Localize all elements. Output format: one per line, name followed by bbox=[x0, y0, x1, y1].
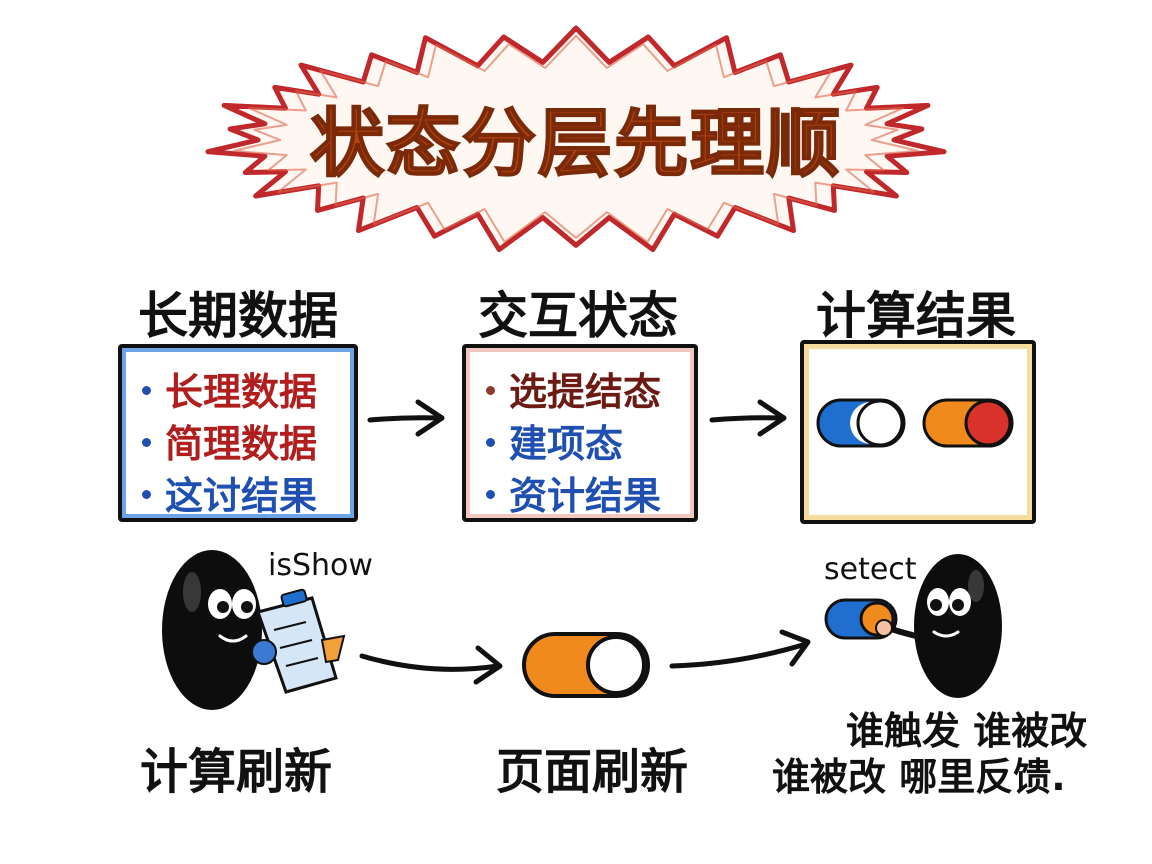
bullet-icon bbox=[486, 438, 495, 447]
bullet-icon bbox=[486, 490, 495, 499]
clipboard-icon bbox=[251, 588, 346, 694]
column-heading-interaction: 交互状态 bbox=[478, 287, 678, 345]
list-item: 这讨结果 bbox=[136, 470, 354, 522]
bullet-icon bbox=[142, 438, 151, 447]
column-heading-long-term: 长期数据 bbox=[138, 287, 338, 345]
toggle-icon bbox=[816, 398, 906, 448]
toggle-icon bbox=[522, 632, 650, 698]
item-text: 这讨结果 bbox=[165, 474, 318, 518]
item-text: 资计结果 bbox=[509, 474, 662, 518]
column-heading-computed: 计算结果 bbox=[816, 287, 1016, 345]
arrow-right-icon bbox=[709, 399, 787, 437]
feedback-note: 谁被改 哪里反馈. bbox=[772, 755, 1066, 799]
trigger-note: 谁触发 谁被改 bbox=[846, 709, 1088, 753]
list-item: 长理数据 bbox=[136, 366, 354, 418]
bullet-icon bbox=[142, 386, 151, 395]
item-text: 简理数据 bbox=[165, 422, 318, 466]
bullet-icon bbox=[486, 386, 495, 395]
compute-refresh-caption: 计算刷新 bbox=[140, 744, 333, 800]
item-text: 选提结态 bbox=[509, 370, 662, 414]
list-item: 建项态 bbox=[480, 418, 694, 470]
list-item: 选提结态 bbox=[480, 366, 694, 418]
character-icon bbox=[875, 554, 1002, 698]
bullet-icon bbox=[142, 490, 151, 499]
character-icon bbox=[162, 550, 262, 710]
page-refresh-caption: 页面刷新 bbox=[496, 744, 689, 800]
long-term-data-box: 长理数据 简理数据 这讨结果 bbox=[118, 344, 358, 522]
select-label: setect bbox=[824, 552, 917, 587]
arrow-right-icon bbox=[669, 629, 811, 669]
arrow-right-icon bbox=[367, 399, 445, 437]
item-text: 建项态 bbox=[509, 422, 624, 466]
list-item: 资计结果 bbox=[480, 470, 694, 522]
arrow-right-icon bbox=[359, 645, 503, 685]
toggle-icon bbox=[922, 398, 1014, 448]
isshow-label: isShow bbox=[268, 548, 373, 583]
page-title: 状态分层先理顺 bbox=[309, 100, 842, 188]
list-item: 简理数据 bbox=[136, 418, 354, 470]
item-text: 长理数据 bbox=[165, 370, 318, 414]
interaction-state-box: 选提结态 建项态 资计结果 bbox=[462, 344, 698, 522]
